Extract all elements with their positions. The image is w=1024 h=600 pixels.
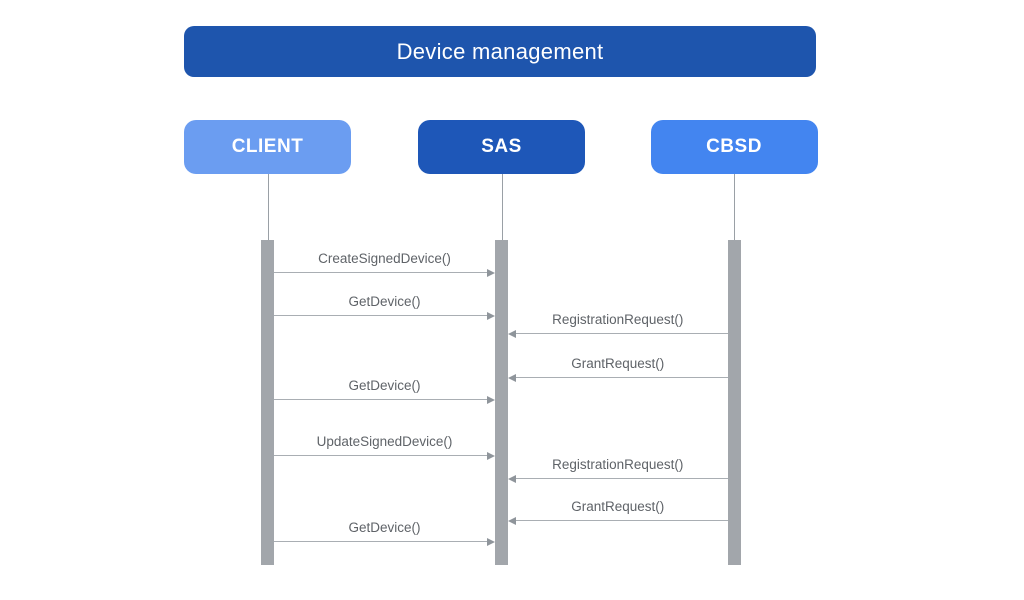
diagram-title-bar: Device management bbox=[184, 26, 816, 77]
message-label: GetDevice() bbox=[348, 294, 421, 309]
message-label: GrantRequest() bbox=[571, 356, 665, 371]
lifeline-client bbox=[267, 174, 269, 241]
arrowhead-icon bbox=[487, 451, 495, 460]
lifeline-cbsd bbox=[734, 174, 735, 241]
message-label: GetDevice() bbox=[348, 378, 421, 393]
actor-box-client: CLIENT bbox=[184, 120, 351, 174]
message-arrow-line bbox=[515, 520, 728, 521]
message-label: GetDevice() bbox=[348, 520, 421, 535]
message-arrow-line bbox=[515, 478, 728, 479]
actor-label: CLIENT bbox=[231, 136, 304, 157]
message-arrow-line bbox=[274, 399, 488, 400]
arrowhead-icon bbox=[508, 373, 516, 382]
arrowhead-icon bbox=[508, 474, 516, 483]
message-arrow-line bbox=[274, 455, 488, 456]
message-label: CreateSignedDevice() bbox=[318, 251, 451, 266]
arrowhead-icon bbox=[508, 516, 516, 525]
arrowhead-icon bbox=[487, 395, 495, 404]
message-arrow-line bbox=[515, 333, 728, 334]
activation-bar-sas bbox=[495, 240, 508, 565]
activation-bar-cbsd bbox=[727, 240, 741, 565]
arrowhead-icon bbox=[487, 311, 495, 320]
message-arrow-line bbox=[274, 541, 488, 542]
message-label: UpdateSignedDevice() bbox=[316, 434, 453, 449]
message-label: RegistrationRequest() bbox=[552, 457, 684, 472]
actor-box-cbsd: CBSD bbox=[650, 120, 818, 174]
message-label: GrantRequest() bbox=[571, 499, 665, 514]
message-label: RegistrationRequest() bbox=[552, 312, 684, 327]
activation-bar-client bbox=[261, 240, 274, 565]
diagram-title: Device management bbox=[396, 38, 604, 64]
message-arrow-line bbox=[515, 377, 728, 378]
lifeline-sas bbox=[501, 174, 503, 241]
message-arrow-line bbox=[274, 315, 488, 316]
arrowhead-icon bbox=[487, 268, 495, 277]
actor-label: CBSD bbox=[706, 136, 762, 157]
actor-label: SAS bbox=[481, 136, 522, 157]
actor-box-sas: SAS bbox=[418, 120, 585, 174]
arrowhead-icon bbox=[487, 537, 495, 546]
message-arrow-line bbox=[274, 272, 488, 273]
arrowhead-icon bbox=[508, 329, 516, 338]
